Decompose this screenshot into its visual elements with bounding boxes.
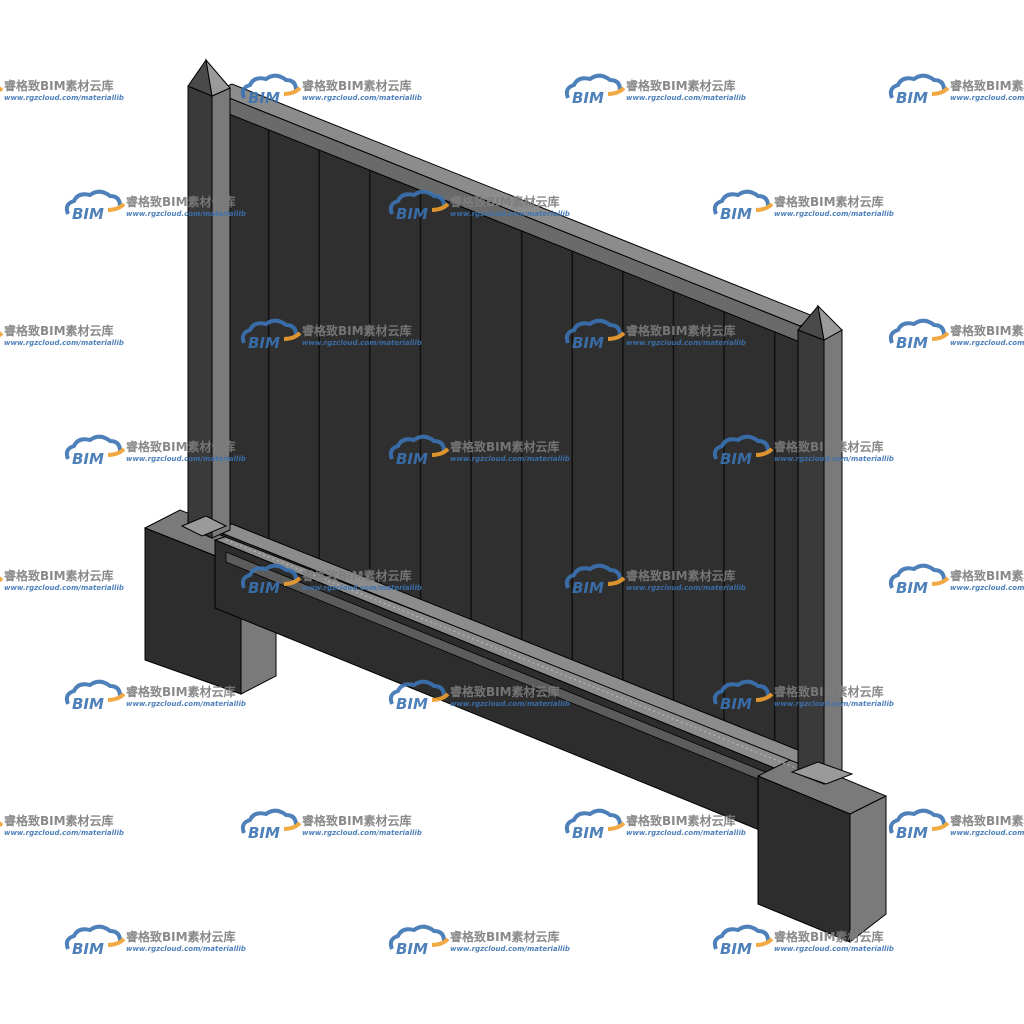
right-post-cap-side [817, 304, 843, 341]
left-post-foot [180, 515, 228, 537]
right-base-block [756, 757, 888, 944]
right-post [790, 304, 854, 785]
right-base-side [849, 795, 887, 944]
panel-bottom-rail-dots [225, 539, 797, 769]
left-post-side [211, 87, 231, 539]
right-post-side [823, 329, 843, 785]
left-post-front [187, 85, 213, 539]
left-post [180, 58, 231, 539]
right-post-foot [790, 761, 854, 785]
right-post-front [797, 329, 825, 785]
left-post-cap-side [205, 58, 231, 97]
